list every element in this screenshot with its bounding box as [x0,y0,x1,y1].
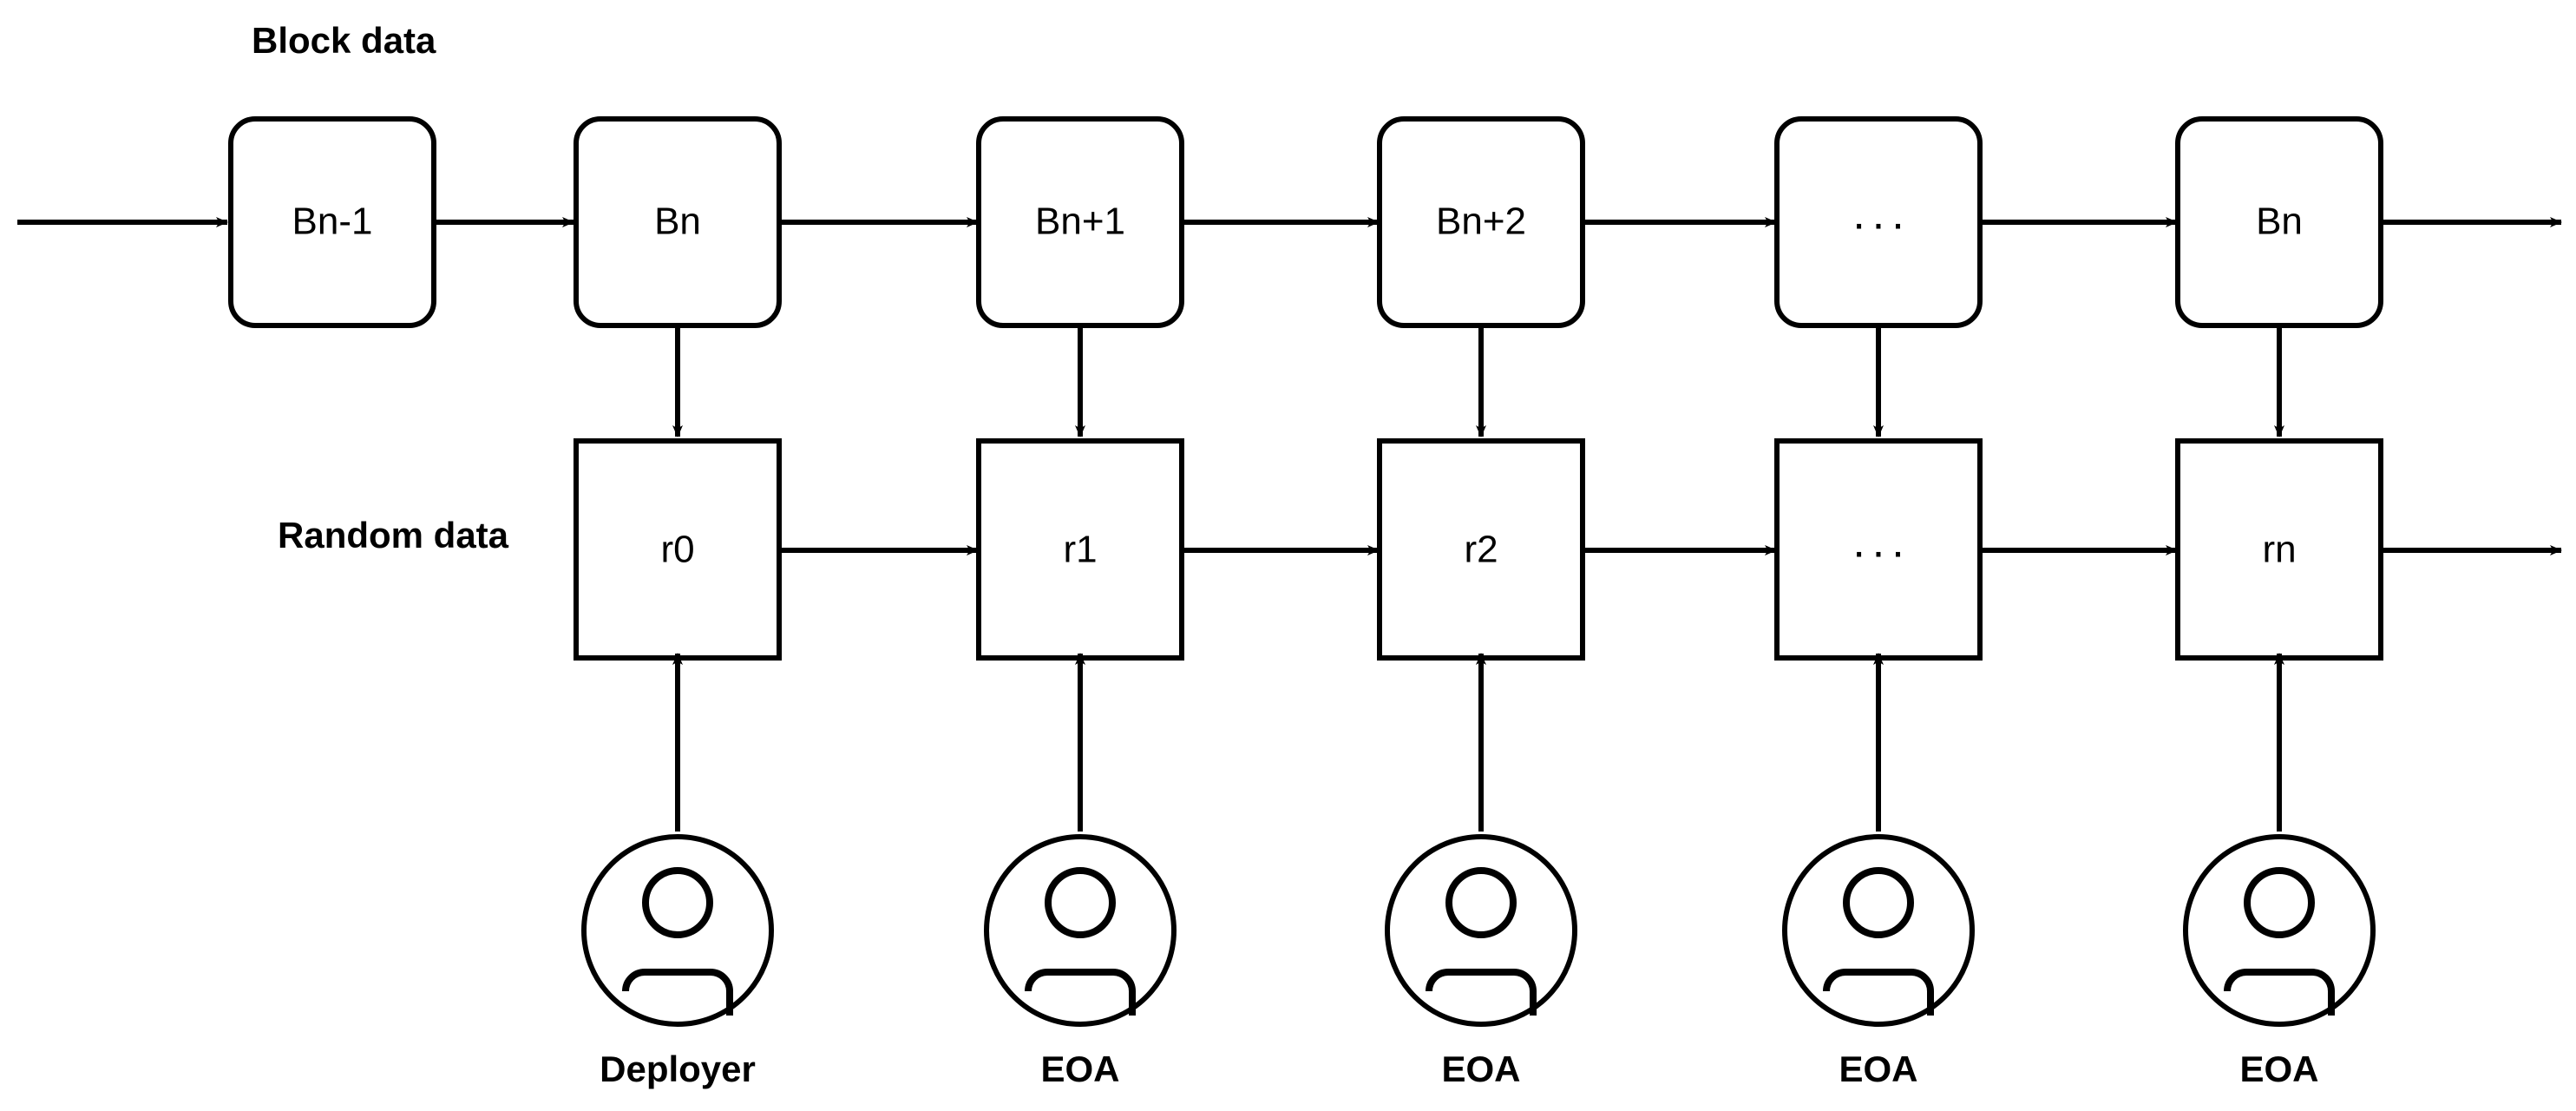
random-box-4[interactable]: rn [2175,438,2383,661]
person-icon[interactable] [581,834,774,1027]
person-icon[interactable] [1782,834,1975,1027]
random-box-0-shape[interactable] [574,438,782,661]
person-icon-shoulders [622,969,733,1016]
random-box-3-ellipsis-label: ... [1852,517,1911,568]
person-icon[interactable] [984,834,1177,1027]
person-icon-shoulders [2224,969,2335,1016]
person-icon-shoulders [1025,969,1136,1016]
random-box-4-label: rn [2262,529,2296,571]
actor-to-random-arrows [672,653,2284,832]
block-box-1-shape[interactable] [574,116,782,328]
actor-0-label: Deployer [600,1049,756,1089]
person-icon-head [1843,867,1914,938]
actor-2-label: EOA [1441,1049,1520,1089]
random-box-0-label: r0 [660,529,694,571]
random-box-2-label: r2 [1464,529,1498,571]
random-box-2[interactable]: r2 [1377,438,1585,661]
block-box-1[interactable]: Bn [574,116,782,328]
random-box-0[interactable]: r0 [574,438,782,661]
block-box-0-label: Bn-1 [292,201,373,243]
actor-1[interactable]: EOA [984,834,1177,1089]
block-box-5-label: Bn [2256,201,2303,243]
block-to-random-arrows [672,328,2284,437]
person-icon-head [642,867,713,938]
actor-4-label: EOA [2239,1049,2318,1089]
block-box-3-shape[interactable] [1377,116,1585,328]
block-box-2-label: Bn+1 [1035,201,1125,243]
block-box-4-shape[interactable] [1774,116,1983,328]
actor-3-label: EOA [1839,1049,1917,1089]
block-box-4[interactable]: ... [1774,116,1983,328]
block-box-2-shape[interactable] [976,116,1184,328]
block-box-4-ellipsis-label: ... [1852,189,1911,240]
person-icon[interactable] [1385,834,1577,1027]
actor-4[interactable]: EOA [2183,834,2376,1089]
person-icon[interactable] [2183,834,2376,1027]
random-box-4-shape[interactable] [2175,438,2383,661]
person-icon-head [2244,867,2315,938]
random-box-1-label: r1 [1063,529,1097,571]
random-box-3[interactable]: ... [1774,438,1983,661]
block-box-5[interactable]: Bn [2175,116,2383,328]
person-icon-outline[interactable] [2183,834,2376,1027]
block-box-1-label: Bn [654,201,701,243]
actor-1-label: EOA [1040,1049,1119,1089]
random-box-2-shape[interactable] [1377,438,1585,661]
person-icon-outline[interactable] [984,834,1177,1027]
actor-2[interactable]: EOA [1385,834,1577,1089]
person-icon-head [1045,867,1116,938]
actor-3[interactable]: EOA [1782,834,1975,1089]
random-data-row-label: Random data [278,515,509,556]
random-box-1[interactable]: r1 [976,438,1184,661]
person-icon-shoulders [1823,969,1934,1016]
block-box-5-shape[interactable] [2175,116,2383,328]
person-icon-outline[interactable] [1782,834,1975,1027]
random-box-1-shape[interactable] [976,438,1184,661]
actor-0[interactable]: Deployer [581,834,774,1089]
person-icon-outline[interactable] [581,834,774,1027]
person-icon-head [1445,867,1517,938]
block-box-0[interactable]: Bn-1 [228,116,436,328]
block-box-2[interactable]: Bn+1 [976,116,1184,328]
block-box-0-shape[interactable] [228,116,436,328]
block-box-3[interactable]: Bn+2 [1377,116,1585,328]
person-icon-outline[interactable] [1385,834,1577,1027]
block-data-row-label: Block data [252,20,436,61]
block-box-3-label: Bn+2 [1436,201,1526,243]
person-icon-shoulders [1426,969,1537,1016]
